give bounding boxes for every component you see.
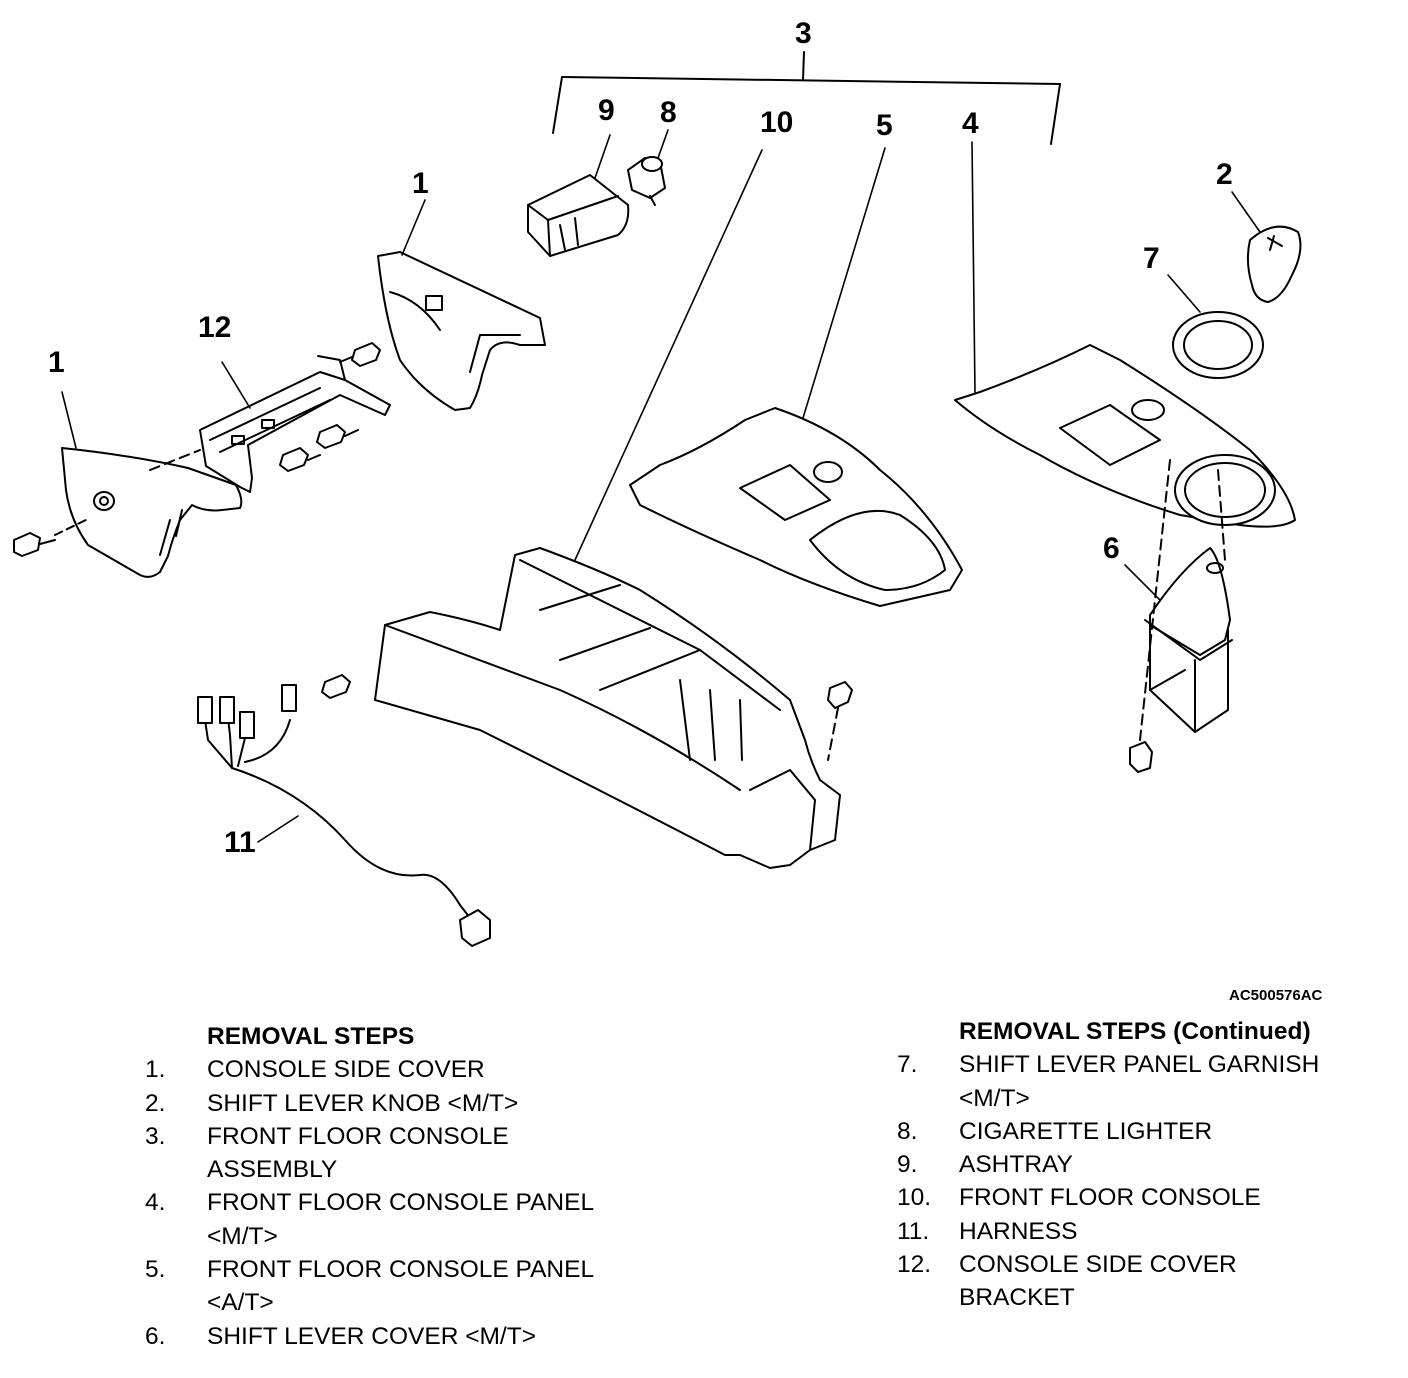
step-text: CONSOLE SIDE COVER (959, 1251, 1237, 1279)
step-line: 3. FRONT FLOOR CONSOLE (145, 1120, 594, 1153)
step-text: SHIFT LEVER KNOB <M/T> (207, 1089, 519, 1117)
step-text: FRONT FLOOR CONSOLE PANEL (207, 1256, 595, 1284)
step-number: 10. (897, 1184, 932, 1212)
step-number (145, 1220, 207, 1253)
callout-7: 7 (1143, 242, 1160, 275)
callout-9: 9 (598, 94, 615, 127)
shift-lever-cover (1129, 459, 1233, 773)
step-text: SHIFT LEVER PANEL GARNISH (959, 1051, 1320, 1079)
step-line: 6. SHIFT LEVER COVER <M/T> (145, 1320, 594, 1353)
step-text: FRONT FLOOR CONSOLE (959, 1184, 1261, 1212)
callout-3: 3 (795, 17, 812, 50)
step-line: 12. CONSOLE SIDE COVER (897, 1248, 1319, 1281)
step-text: SHIFT LEVER COVER <M/T> (207, 1322, 537, 1350)
ashtray (527, 174, 630, 257)
step-text: <A/T> (207, 1289, 274, 1317)
step-number (145, 1286, 207, 1319)
callout-8: 8 (660, 96, 677, 129)
step-number: 9. (897, 1151, 918, 1179)
step-text: FRONT FLOOR CONSOLE PANEL (207, 1189, 595, 1217)
step-line: BRACKET (897, 1281, 1319, 1314)
callout-4: 4 (962, 107, 979, 140)
callout-1-upper: 1 (412, 167, 429, 200)
callout-2: 2 (1216, 158, 1233, 191)
callout-10: 10 (760, 106, 793, 139)
shift-lever-panel-garnish (1172, 311, 1264, 379)
step-line: <A/T> (145, 1286, 594, 1319)
harness (197, 674, 491, 947)
step-number: 6. (145, 1322, 166, 1350)
step-line: 5. FRONT FLOOR CONSOLE PANEL (145, 1253, 594, 1286)
figure-code: AC500576AC (1229, 987, 1323, 1004)
leader-lines (61, 129, 1261, 843)
step-line: 7. SHIFT LEVER PANEL GARNISH (897, 1048, 1319, 1081)
step-number: 5. (145, 1256, 166, 1284)
front-floor-console-panel-mt (954, 344, 1296, 528)
exploded-parts-diagram: 1 1 2 3 4 5 6 7 8 9 10 11 12 (13, 17, 1302, 947)
step-number: 8. (897, 1117, 918, 1145)
step-line: 11. HARNESS (897, 1215, 1319, 1248)
step-line: 4. FRONT FLOOR CONSOLE PANEL (145, 1186, 594, 1219)
front-floor-console-panel-at (629, 407, 963, 607)
step-number: 12. (897, 1251, 932, 1279)
step-line: 8. CIGARETTE LIGHTER (897, 1115, 1319, 1148)
step-text: CIGARETTE LIGHTER (959, 1117, 1213, 1145)
callout-5: 5 (876, 109, 893, 142)
step-text: HARNESS (959, 1217, 1078, 1245)
console-side-cover-upper (377, 251, 546, 411)
step-line: 10. FRONT FLOOR CONSOLE (897, 1181, 1319, 1214)
removal-steps-continued-heading: REMOVAL STEPS (Continued) (959, 1018, 1311, 1045)
step-text: BRACKET (959, 1284, 1075, 1312)
step-line: 2. SHIFT LEVER KNOB <M/T> (145, 1087, 594, 1120)
step-number (897, 1281, 959, 1314)
step-number: 1. (145, 1056, 166, 1084)
removal-steps-continued-list: REMOVAL STEPS (Continued) 7. SHIFT LEVER … (897, 1015, 1319, 1315)
step-number: 3. (145, 1122, 166, 1150)
step-text: <M/T> (207, 1222, 278, 1250)
console-side-cover-left (13, 447, 243, 578)
step-line: ASSEMBLY (145, 1153, 594, 1186)
console-side-cover-bracket (149, 342, 391, 493)
step-text: <M/T> (959, 1084, 1030, 1112)
assembly-bracket-3 (552, 51, 1061, 145)
step-number: 7. (897, 1051, 918, 1079)
callout-1-left: 1 (48, 346, 65, 379)
step-text: CONSOLE SIDE COVER (207, 1056, 485, 1084)
step-line: <M/T> (897, 1082, 1319, 1115)
callout-12: 12 (198, 311, 231, 344)
step-number: 11. (897, 1217, 930, 1245)
front-floor-console (374, 547, 853, 869)
step-number: 2. (145, 1089, 166, 1117)
step-line: 9. ASHTRAY (897, 1148, 1319, 1181)
callout-11: 11 (224, 826, 256, 859)
step-number (897, 1082, 959, 1115)
step-text: ASSEMBLY (207, 1156, 338, 1184)
removal-steps-heading: REMOVAL STEPS (207, 1023, 415, 1050)
step-text: FRONT FLOOR CONSOLE (207, 1122, 509, 1150)
step-line: <M/T> (145, 1220, 594, 1253)
callout-labels: 1 1 2 3 4 5 6 7 8 9 10 11 12 (48, 17, 1233, 859)
step-number: 4. (145, 1189, 166, 1217)
cigarette-lighter (627, 156, 666, 206)
shift-lever-knob (1246, 225, 1302, 303)
step-text: ASHTRAY (959, 1151, 1073, 1179)
callout-6: 6 (1103, 532, 1120, 565)
removal-steps-list: REMOVAL STEPS 1. CONSOLE SIDE COVER 2. SHIF… (145, 1020, 594, 1353)
step-line: 1. CONSOLE SIDE COVER (145, 1053, 594, 1086)
step-number (145, 1153, 207, 1186)
